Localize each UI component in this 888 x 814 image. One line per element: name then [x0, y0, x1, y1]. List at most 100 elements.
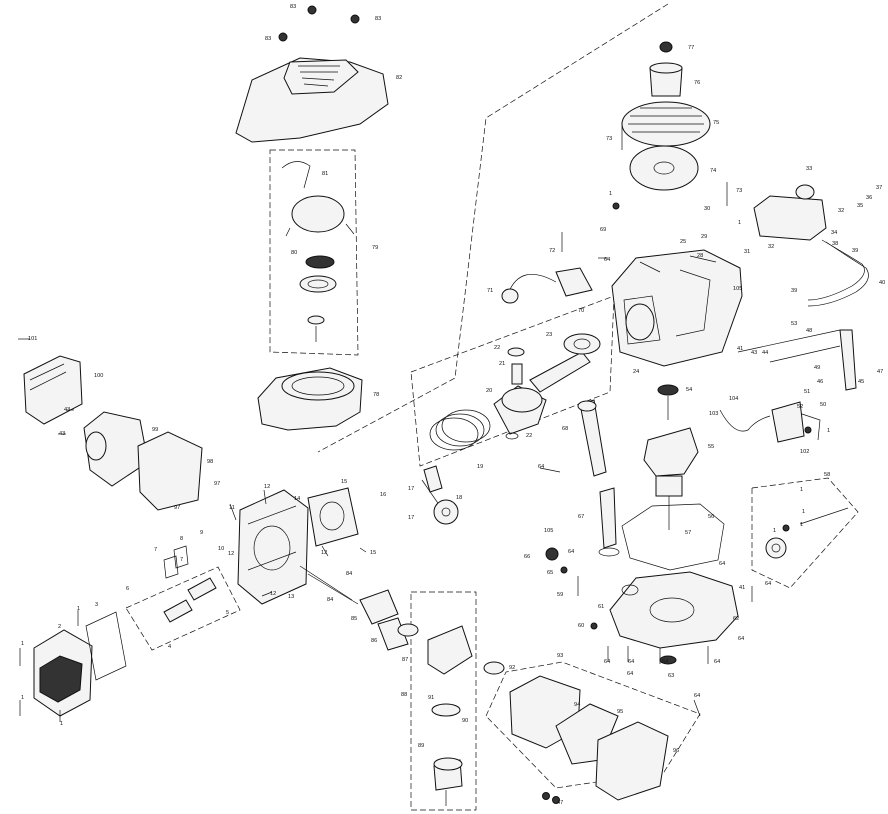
part-number-label: 72: [549, 248, 555, 254]
part-number-label: 40: [879, 280, 885, 286]
carburetor: [427, 625, 473, 806]
part-number-label: 50: [820, 402, 826, 408]
part-number-label: 1: [77, 606, 80, 612]
part-number-label: 93: [557, 653, 563, 659]
part-number-label: 23: [546, 332, 552, 338]
part-number-label: 12: [321, 550, 327, 556]
part-number-label: 6: [126, 586, 129, 592]
part-number-label: 76: [694, 80, 700, 86]
part-number-label: 21: [499, 361, 505, 367]
part-number-label: 22: [526, 433, 532, 439]
part-number-label: 36: [866, 195, 872, 201]
part-number-label: 17: [408, 515, 414, 521]
part-number-label: 12: [228, 551, 234, 557]
part-number-label: 34: [831, 230, 837, 236]
part-number-label: 53: [791, 321, 797, 327]
part-number-label: 12: [270, 591, 276, 597]
part-number-label: 32: [838, 208, 844, 214]
part-number-label: 1: [609, 191, 612, 197]
governor-gear: [765, 507, 849, 559]
part-number-label: 103: [709, 411, 718, 417]
part-number-label: 66: [524, 554, 530, 560]
part-number-label: 59: [557, 592, 563, 598]
intake-manifold: [359, 589, 419, 651]
part-number-label: 9: [200, 530, 203, 536]
part-number-label: 83: [290, 4, 296, 10]
part-number-label: 31: [744, 249, 750, 255]
part-number-label: 74: [710, 168, 716, 174]
part-number-label: 28: [697, 253, 703, 259]
part-number-label: 71: [487, 288, 493, 294]
part-number-label: 1: [827, 428, 830, 434]
part-number-label: 35: [857, 203, 863, 209]
part-number-label: 47: [877, 369, 883, 375]
part-number-label: 88: [401, 692, 407, 698]
part-number-label: 99: [152, 427, 158, 433]
part-number-label: 67: [578, 514, 584, 520]
part-number-label: 64: [568, 549, 574, 555]
part-number-label: 63: [668, 673, 674, 679]
part-number-label: 81: [322, 171, 328, 177]
part-number-label: 105: [544, 528, 553, 534]
part-number-label: 12: [264, 484, 270, 490]
part-number-label: 77: [688, 45, 694, 51]
governor-linkage: [737, 329, 857, 443]
part-number-label: 97: [174, 505, 180, 511]
part-number-label: 15: [341, 479, 347, 485]
camshaft: [421, 465, 459, 525]
valve-cover: [33, 611, 127, 717]
part-number-label: 2: [58, 624, 61, 630]
assembly-outlines: [125, 3, 859, 811]
part-number-label: 64: [694, 693, 700, 699]
part-number-label: 1: [800, 487, 803, 493]
part-number-label: 55: [708, 444, 714, 450]
part-number-label: 64: [738, 636, 744, 642]
part-number-label: 64: [714, 659, 720, 665]
part-number-label: 97: [214, 481, 220, 487]
part-number-label: 11: [229, 505, 235, 511]
part-number-label: 56: [708, 514, 714, 520]
part-number-labels: 8383838281798078777675737473130692925726…: [21, 4, 885, 806]
part-number-label: 60: [578, 623, 584, 629]
part-number-label: 62: [733, 616, 739, 622]
part-number-label: 39: [791, 288, 797, 294]
part-number-label: 91: [428, 695, 434, 701]
part-number-label: 38: [832, 241, 838, 247]
stop-wire: [719, 409, 771, 432]
part-number-label: 4: [168, 644, 171, 650]
part-number-label: 1: [802, 509, 805, 515]
part-number-label: 51: [804, 389, 810, 395]
part-number-label: 5: [226, 610, 229, 616]
part-number-label: 64: [628, 659, 634, 665]
oil-sump: [609, 503, 739, 665]
part-number-label: 83: [375, 16, 381, 22]
cylinder-head: [237, 487, 359, 605]
part-number-label: 64: [662, 659, 668, 665]
part-number-label: 45: [858, 379, 864, 385]
part-number-label: 105: [733, 286, 742, 292]
part-number-label: 85: [351, 616, 357, 622]
air-filter: [483, 661, 669, 801]
part-number-label: 92: [509, 665, 515, 671]
part-number-label: 84: [346, 571, 352, 577]
part-number-label: 58: [824, 472, 830, 478]
part-number-label: 7: [180, 557, 183, 563]
part-number-label: 19: [477, 464, 483, 470]
part-number-label: 3: [95, 602, 98, 608]
part-number-label: 101: [28, 336, 37, 342]
part-number-label: 47: [557, 800, 563, 806]
part-number-label: 83: [265, 36, 271, 42]
part-number-label: 96: [673, 748, 679, 754]
part-number-label: 1: [738, 220, 741, 226]
part-number-label: 100: [94, 373, 103, 379]
part-number-label: 52: [797, 404, 803, 410]
recoil-starter: [281, 161, 355, 342]
part-number-label: 41: [739, 585, 745, 591]
part-number-label: 78: [373, 392, 379, 398]
part-number-label: 70: [578, 308, 584, 314]
part-number-label: 87: [402, 657, 408, 663]
part-number-label: 37: [876, 185, 882, 191]
part-number-label: 1: [21, 641, 24, 647]
